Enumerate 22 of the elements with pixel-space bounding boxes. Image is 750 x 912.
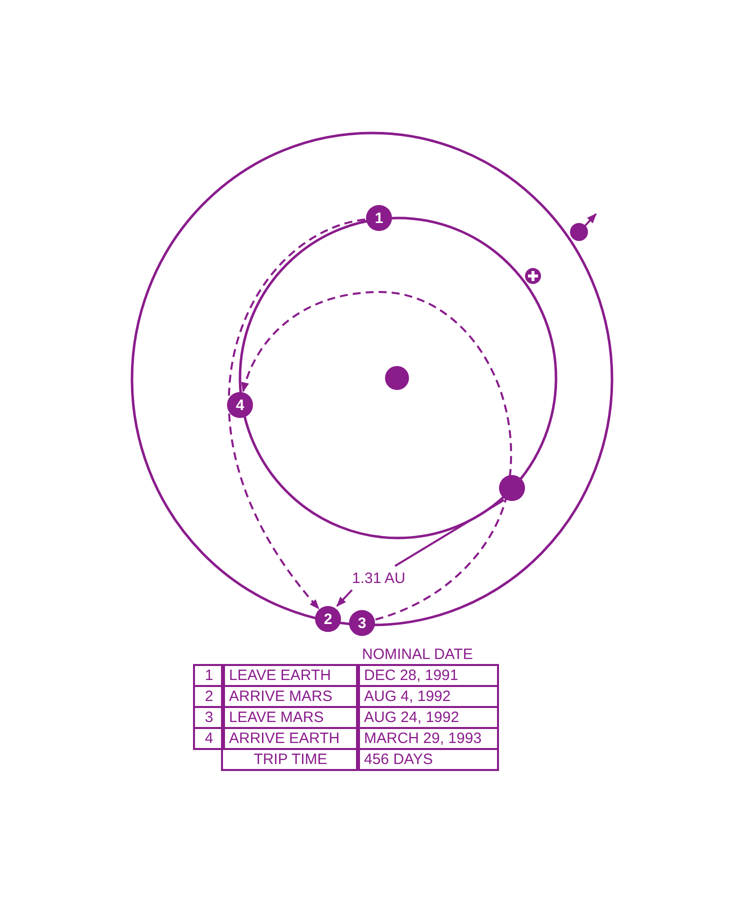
table-cell: AUG 24, 1992 [356,706,499,729]
trajectory-arrow [242,291,512,620]
table-cell: LEAVE EARTH [221,664,360,687]
table-cell: 4 [193,727,225,750]
numbered-marker: 2 [315,606,341,632]
table-cell: DEC 28, 1991 [356,664,499,687]
table-cell: MARCH 29, 1993 [356,727,499,750]
column-header: NOMINAL DATE [362,646,473,663]
table-cell: 1 [193,664,225,687]
table-cell: ARRIVE MARS [221,685,360,708]
numbered-marker: 4 [227,392,253,418]
numbered-marker: 3 [349,610,375,636]
distance-label: 1.31 AU [352,570,406,587]
numbered-marker: 1 [366,205,392,231]
table-cell: 456 DAYS [356,748,499,771]
table-cell: 2 [193,685,225,708]
table-cell: TRIP TIME [221,748,360,771]
trajectory-arrow [228,218,366,610]
table-cell: ARRIVE EARTH [221,727,360,750]
table-cell: AUG 4, 1992 [356,685,499,708]
table-cell: LEAVE MARS [221,706,360,729]
table-cell: 3 [193,706,225,729]
